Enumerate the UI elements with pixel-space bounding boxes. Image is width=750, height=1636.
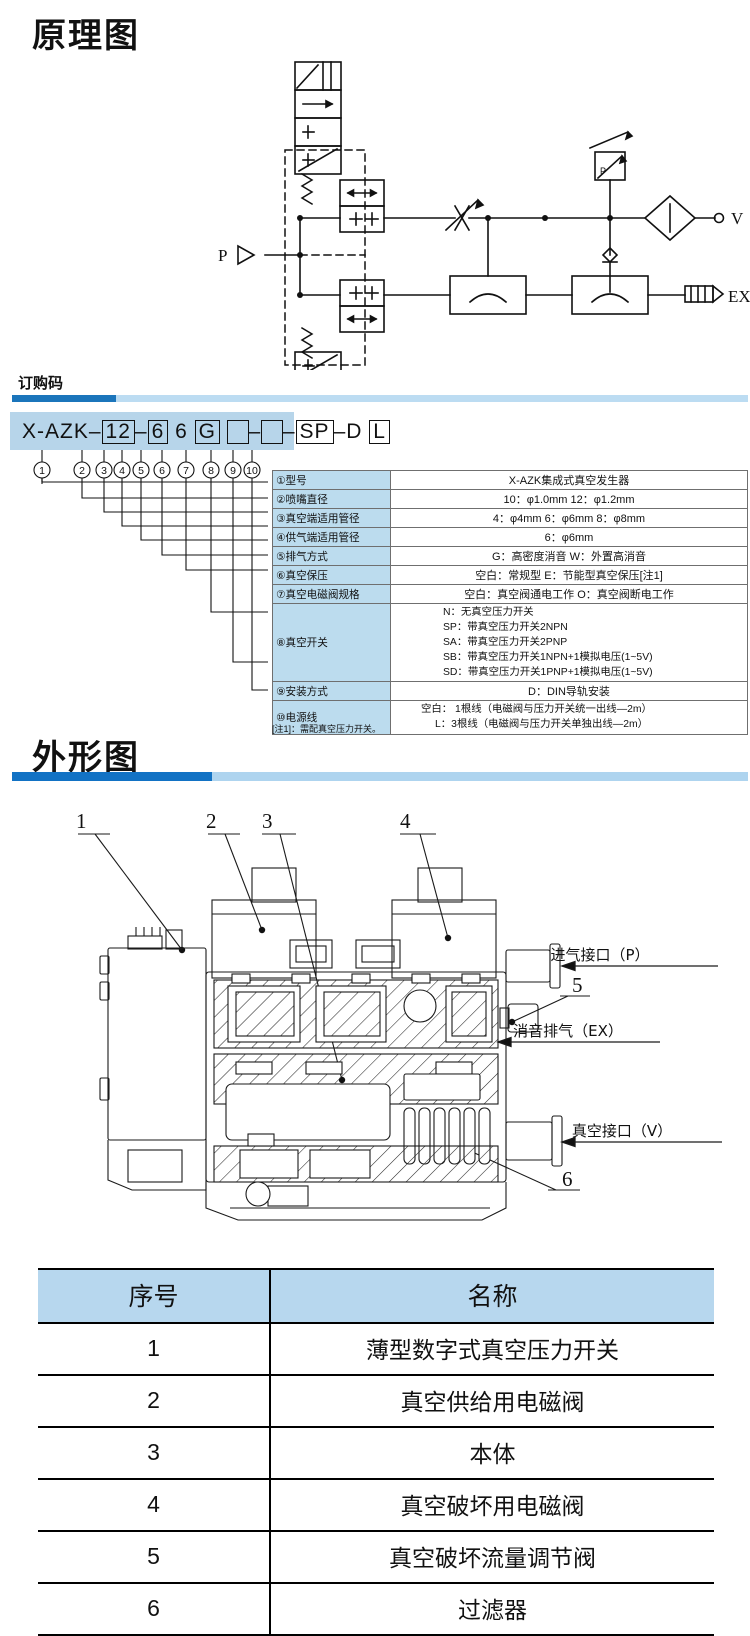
pneumatic-schematic-diagram: P P V EX xyxy=(218,61,750,370)
parts-row-no: 3 xyxy=(38,1426,271,1480)
parts-row-no: 4 xyxy=(38,1478,271,1532)
schematic-port-v-label: V xyxy=(731,209,744,228)
parts-row-name: 真空供给用电磁阀 xyxy=(270,1374,714,1428)
parts-table-row: 3 本体 xyxy=(38,1426,714,1480)
svg-text:1: 1 xyxy=(39,465,45,477)
order-code-leader-lines: 1 2 3 4 5 6 7 8 9 10 xyxy=(33,450,268,691)
spec-row: ⑥真空保压 空白：常规型 E：节能型真空保压[注1] xyxy=(272,565,748,585)
parts-row-no: 2 xyxy=(38,1374,271,1428)
schematic-port-ex-label: EX xyxy=(728,287,750,306)
spec-value: 6：φ6mm xyxy=(390,527,748,547)
parts-row-no: 5 xyxy=(38,1530,271,1584)
svg-text:10: 10 xyxy=(246,465,258,477)
schematic-section-title: 原理图 xyxy=(32,17,140,55)
order-code-seg-5 xyxy=(226,420,249,445)
spec-row: ⑩电源线 空白： 1根线（电磁阀与压力开关统一出线—2m） L：3根线（电磁阀与… xyxy=(272,700,748,735)
parts-list-table: 序号 名称 1 薄型数字式真空压力开关 2 真空供给用电磁阀 3 本体 4 真空… xyxy=(38,1268,714,1636)
outline-accent-bar xyxy=(12,772,748,781)
parts-row-no: 1 xyxy=(38,1322,271,1376)
spec-label: ②喷嘴直径 xyxy=(272,489,391,509)
parts-row-name: 真空破坏用电磁阀 xyxy=(270,1478,714,1532)
parts-table-row: 1 薄型数字式真空压力开关 xyxy=(38,1322,714,1376)
order-code-string: X-AZK–12–6 6 G – –SP–D L xyxy=(22,420,390,445)
spec-label: ⑦真空电磁阀规格 xyxy=(272,584,391,604)
spec-value: 10：φ1.0mm 12：φ1.2mm xyxy=(390,489,748,509)
schematic-port-p-label: P xyxy=(218,246,227,265)
spec-value: G：高密度消音 W：外置高消音 xyxy=(390,546,748,566)
outline-callout-2: 2 xyxy=(206,809,217,833)
parts-row-name: 真空破坏流量调节阀 xyxy=(270,1530,714,1584)
parts-row-no: 6 xyxy=(38,1582,271,1636)
order-code-seg-6 xyxy=(261,420,283,445)
order-code-seg-4: G xyxy=(194,420,220,445)
parts-header-name: 名称 xyxy=(270,1268,714,1324)
spec-label: ⑩电源线 xyxy=(272,700,391,735)
order-code-seg-9: L xyxy=(369,420,390,445)
outline-callout-1: 1 xyxy=(76,809,87,833)
order-code-prefix: X-AZK xyxy=(22,420,89,443)
order-code-accent-bar xyxy=(12,395,748,402)
parts-table-row: 4 真空破坏用电磁阀 xyxy=(38,1478,714,1532)
svg-text:6: 6 xyxy=(159,465,165,477)
order-code-seg-1: 12 xyxy=(101,420,135,445)
svg-text:5: 5 xyxy=(138,465,144,477)
spec-row: ①型号 X-AZK集成式真空发生器 xyxy=(272,470,748,490)
order-code-seg-2: 6 xyxy=(147,420,169,445)
spec-label: ⑧真空开关 xyxy=(272,602,391,683)
spec-label: ④供气端适用管径 xyxy=(272,527,391,547)
spec-label: ⑨安装方式 xyxy=(272,681,391,702)
spec-value-multiline: 空白： 1根线（电磁阀与压力开关统一出线—2m） L：3根线（电磁阀与压力开关单… xyxy=(390,700,748,735)
spec-row: ⑧真空开关 N：无真空压力开关 SP：带真空压力开关2NPN SA：带真空压力开… xyxy=(272,602,748,683)
parts-row-name: 过滤器 xyxy=(270,1582,714,1636)
svg-text:4: 4 xyxy=(119,465,125,477)
spec-value: 空白：常规型 E：节能型真空保压[注1] xyxy=(390,565,748,585)
spec-value: X-AZK集成式真空发生器 xyxy=(390,470,748,490)
spec-value-multiline: N：无真空压力开关 SP：带真空压力开关2NPN SA：带真空压力开关2PNP … xyxy=(390,602,748,683)
spec-label: ⑥真空保压 xyxy=(272,565,391,585)
annotation-inlet-port: 进气接口（P） xyxy=(550,946,649,964)
spec-label: ①型号 xyxy=(272,470,391,490)
spec-table-footnote: [注1]：需配真空压力开关。 xyxy=(272,724,382,734)
order-code-seg-8: D xyxy=(346,420,363,443)
annotation-exhaust-port: 消音排气（EX） xyxy=(513,1022,623,1040)
order-code-section-title: 订购码 xyxy=(18,375,64,392)
spec-row: ⑤排气方式 G：高密度消音 W：外置高消音 xyxy=(272,546,748,566)
parts-row-name: 薄型数字式真空压力开关 xyxy=(270,1322,714,1376)
spec-value: 空白：真空阀通电工作 O：真空阀断电工作 xyxy=(390,584,748,604)
spec-label: ③真空端适用管径 xyxy=(272,508,391,528)
outline-callout-3: 3 xyxy=(262,809,273,833)
spec-row: ④供气端适用管径 6：φ6mm xyxy=(272,527,748,547)
outline-callout-5: 5 xyxy=(572,973,583,997)
ordering-code-spec-table: ①型号 X-AZK集成式真空发生器 ②喷嘴直径 10：φ1.0mm 12：φ1.… xyxy=(272,470,748,735)
parts-header-no: 序号 xyxy=(38,1268,271,1324)
outline-section-title: 外形图 xyxy=(32,739,140,777)
svg-text:7: 7 xyxy=(183,465,189,477)
outline-callout-4: 4 xyxy=(400,809,411,833)
annotation-vacuum-port: 真空接口（V） xyxy=(572,1122,672,1140)
spec-value: D：DIN导轨安装 xyxy=(390,681,748,702)
outline-callout-6: 6 xyxy=(562,1167,573,1191)
svg-text:3: 3 xyxy=(101,465,107,477)
svg-text:P: P xyxy=(600,166,606,176)
parts-table-row: 6 过滤器 xyxy=(38,1582,714,1636)
spec-row: ②喷嘴直径 10：φ1.0mm 12：φ1.2mm xyxy=(272,489,748,509)
parts-table-header-row: 序号 名称 xyxy=(38,1268,714,1324)
spec-row: ⑨安装方式 D：DIN导轨安装 xyxy=(272,681,748,702)
spec-value: 4：φ4mm 6：φ6mm 8：φ8mm xyxy=(390,508,748,528)
svg-text:2: 2 xyxy=(79,465,85,477)
spec-label: ⑤排气方式 xyxy=(272,546,391,566)
order-code-seg-3: 6 xyxy=(175,420,188,443)
parts-row-name: 本体 xyxy=(270,1426,714,1480)
order-code-seg-7: SP xyxy=(295,420,334,445)
spec-row: ③真空端适用管径 4：φ4mm 6：φ6mm 8：φ8mm xyxy=(272,508,748,528)
spec-row: ⑦真空电磁阀规格 空白：真空阀通电工作 O：真空阀断电工作 xyxy=(272,584,748,604)
svg-text:8: 8 xyxy=(208,465,214,477)
svg-text:9: 9 xyxy=(230,465,236,477)
parts-table-row: 5 真空破坏流量调节阀 xyxy=(38,1530,714,1584)
product-outline-drawing: 1 2 3 4 5 6 进气接口（P） 消音排气（EX） 真空接口（V） xyxy=(76,809,722,1221)
parts-table-row: 2 真空供给用电磁阀 xyxy=(38,1374,714,1428)
